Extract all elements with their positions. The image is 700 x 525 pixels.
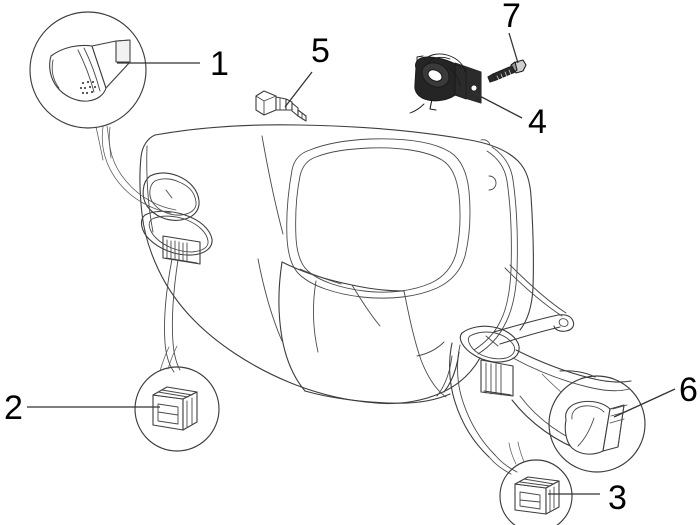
- detail-circle-2: [134, 345, 220, 452]
- leader-line-7: [508, 32, 519, 64]
- callout-label-2: 2: [4, 389, 23, 427]
- detail-circle-1: [29, 11, 147, 161]
- leader-line-4: [471, 91, 523, 119]
- callout-label-5: 5: [311, 32, 330, 70]
- leader-line-6: [613, 388, 676, 418]
- leader-lines: [27, 32, 676, 495]
- callout-numbers: 1 2 3 4 5 6 7: [4, 0, 698, 517]
- callout-label-4: 4: [528, 103, 547, 141]
- callout-label-3: 3: [608, 479, 627, 517]
- part-4-ignition-switch-assembly: [409, 53, 482, 114]
- part-7-fixing-screw: [487, 59, 527, 83]
- detail-circle-6: [541, 373, 646, 473]
- detail-circle-3: [499, 441, 573, 525]
- handlebar-assembly: [449, 264, 632, 475]
- part-5-brake-pressure-switch: [255, 90, 307, 122]
- leader-line-5: [284, 71, 313, 108]
- callout-label-7: 7: [502, 0, 521, 35]
- callout-label-1: 1: [210, 45, 229, 83]
- callout-label-6: 6: [679, 371, 698, 409]
